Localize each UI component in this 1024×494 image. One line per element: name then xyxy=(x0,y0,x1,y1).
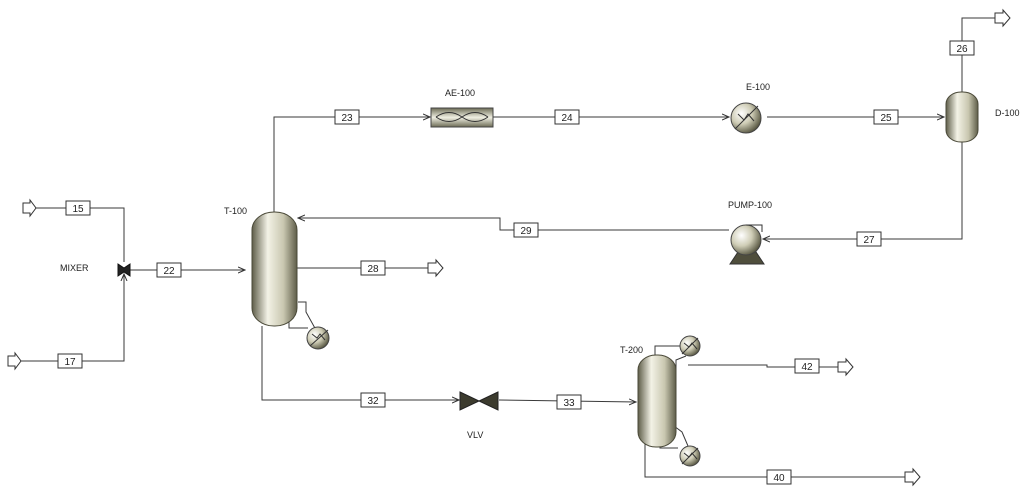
svg-text:29: 29 xyxy=(520,226,532,237)
pump-100-icon[interactable] xyxy=(729,224,765,265)
valve-vlv-icon[interactable] xyxy=(459,391,499,411)
stream-29-line xyxy=(298,218,729,231)
svg-text:24: 24 xyxy=(561,113,573,124)
t200-condenser-icon[interactable] xyxy=(679,335,701,357)
t200-label: T-200 xyxy=(620,345,643,355)
t200-reboiler-return xyxy=(673,425,689,447)
ae100-label: AE-100 xyxy=(445,88,475,98)
t200-condenser-line xyxy=(654,345,680,358)
stream-tag-26[interactable]: 26 xyxy=(949,40,975,56)
svg-text:25: 25 xyxy=(880,113,892,124)
stream-tag-17[interactable]: 17 xyxy=(57,353,83,369)
stream-40-line xyxy=(644,444,905,478)
stream-tag-33[interactable]: 33 xyxy=(556,394,582,410)
stream-tag-24[interactable]: 24 xyxy=(554,109,580,125)
stream-tag-40[interactable]: 40 xyxy=(766,469,792,485)
svg-text:17: 17 xyxy=(64,357,76,368)
t100-reboiler-return xyxy=(298,301,317,331)
stream-tag-28[interactable]: 28 xyxy=(360,260,386,276)
svg-text:22: 22 xyxy=(163,266,175,277)
outlet-26-arrow[interactable] xyxy=(994,8,1011,28)
svg-text:40: 40 xyxy=(773,473,785,484)
mixer-label: MIXER xyxy=(60,263,89,273)
t200-column[interactable] xyxy=(637,354,677,448)
inlet-17-arrow[interactable] xyxy=(7,351,22,371)
stream-tag-25[interactable]: 25 xyxy=(873,109,899,125)
stream-tag-15[interactable]: 15 xyxy=(65,200,91,216)
outlet-40-arrow[interactable] xyxy=(904,467,921,487)
mixer-unit[interactable] xyxy=(117,263,131,277)
svg-text:23: 23 xyxy=(341,113,353,124)
stream-tag-23[interactable]: 23 xyxy=(334,109,360,125)
svg-text:26: 26 xyxy=(956,44,968,55)
e100-label: E-100 xyxy=(746,82,770,92)
d100-label: D-100 xyxy=(995,108,1020,118)
outlet-42-arrow[interactable] xyxy=(837,357,854,377)
svg-text:42: 42 xyxy=(801,362,813,373)
svg-text:28: 28 xyxy=(367,264,379,275)
stream-tag-29[interactable]: 29 xyxy=(513,222,539,238)
stream-tag-27[interactable]: 27 xyxy=(856,231,882,247)
exchanger-e100-icon[interactable] xyxy=(730,102,762,134)
stream-26-line xyxy=(961,17,995,92)
t200-reboiler-icon[interactable] xyxy=(679,445,701,467)
stream-tags: 15 17 22 23 24 25 26 27 xyxy=(57,40,975,485)
svg-text:15: 15 xyxy=(72,204,84,215)
stream-lines xyxy=(20,17,995,478)
stream-tag-42[interactable]: 42 xyxy=(794,358,820,374)
svg-text:32: 32 xyxy=(367,396,379,407)
stream-17-line xyxy=(20,274,124,362)
drum-d100[interactable] xyxy=(945,91,979,143)
stream-32-line xyxy=(261,326,459,400)
stream-15-line xyxy=(35,207,125,262)
pump100-label: PUMP-100 xyxy=(728,200,772,210)
outlet-28-arrow[interactable] xyxy=(427,258,444,278)
svg-text:33: 33 xyxy=(563,398,575,409)
t100-column[interactable] xyxy=(251,211,298,327)
stream-tag-32[interactable]: 32 xyxy=(360,392,386,408)
port-arrows xyxy=(7,8,1011,487)
mixer-icon xyxy=(117,263,131,277)
t200-condenser-return xyxy=(675,355,687,370)
stream-tag-22[interactable]: 22 xyxy=(156,262,182,278)
t100-reboiler-line xyxy=(288,320,308,329)
air-cooler-ae100[interactable] xyxy=(430,107,494,128)
vlv-label: VLV xyxy=(467,430,483,440)
t100-label: T-100 xyxy=(224,206,247,216)
t100-reboiler-icon[interactable] xyxy=(306,326,330,350)
svg-text:27: 27 xyxy=(863,235,875,246)
inlet-15-arrow[interactable] xyxy=(22,198,37,218)
stream-23-line xyxy=(273,117,430,212)
stream-27-line xyxy=(763,142,963,239)
